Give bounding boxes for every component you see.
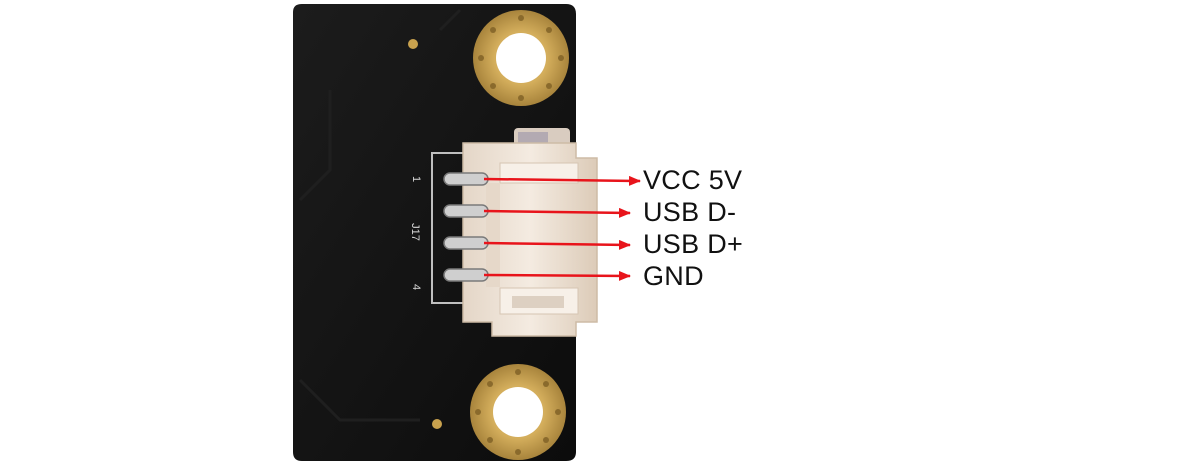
mounting-hole-bottom: [470, 364, 566, 460]
arrow-pin-3: [483, 239, 631, 250]
jst-connector: [462, 128, 598, 337]
silkscreen-pin-4: 4: [410, 283, 423, 291]
pin-label-vcc: VCC 5V: [643, 165, 743, 195]
arrow-pin-1: [483, 175, 641, 186]
pin-label-usb-dplus: USB D+: [643, 229, 744, 259]
pcb-board: [293, 4, 576, 461]
arrow-pin-4: [483, 270, 631, 281]
connector-pins: [443, 172, 489, 282]
pin-arrows: [483, 175, 641, 281]
pin-label-gnd: GND: [643, 261, 704, 291]
pin-label-usb-dminus: USB D-: [643, 197, 737, 227]
arrow-pin-2: [483, 207, 631, 218]
silkscreen-reference: J17: [408, 223, 421, 241]
mounting-hole-top: [473, 10, 569, 106]
silkscreen-pin-1: 1: [410, 175, 423, 183]
